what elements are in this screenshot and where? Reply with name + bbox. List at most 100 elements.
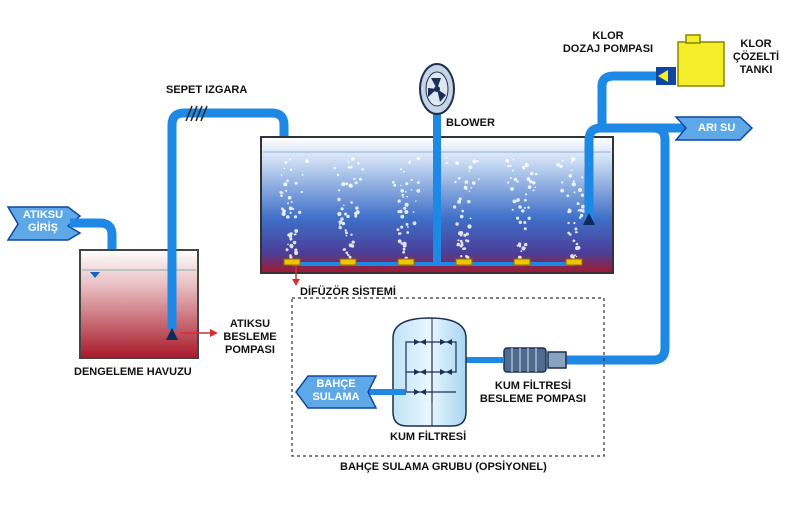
kum-filter-pump-icon xyxy=(503,347,567,373)
bubble xyxy=(393,183,397,187)
bubble xyxy=(466,256,470,260)
bubble xyxy=(404,202,409,207)
bubble xyxy=(456,242,461,247)
outlet-pipe xyxy=(584,123,690,220)
bubble xyxy=(357,162,360,165)
bubble xyxy=(572,180,575,183)
bubble xyxy=(573,221,576,225)
bubble xyxy=(287,195,292,200)
bubble xyxy=(404,210,409,214)
air-bubbles xyxy=(279,156,588,260)
bubble xyxy=(412,211,415,213)
bubble xyxy=(416,156,421,161)
bubble xyxy=(460,255,463,258)
bubble xyxy=(529,180,533,184)
kum-filtresi-label: KUM FİLTRESİ xyxy=(390,431,467,443)
bubble xyxy=(281,191,284,194)
bubble xyxy=(293,215,298,219)
bubble xyxy=(526,177,531,182)
klor-dozaj-pompasi-label: KLOR DOZAJ POMPASI xyxy=(560,30,656,56)
kum-filtresi-pompa-label: KUM FİLTRESİ BESLEME POMPASI xyxy=(478,380,588,406)
bubble xyxy=(287,202,289,205)
bubble xyxy=(457,200,461,204)
bubble xyxy=(575,255,578,258)
bubble xyxy=(445,157,448,159)
bubble xyxy=(347,166,351,169)
bubble xyxy=(400,225,404,229)
bubble xyxy=(333,166,337,170)
blower-label: BLOWER xyxy=(446,117,495,129)
bubble xyxy=(288,206,293,211)
bubble xyxy=(532,181,536,185)
difuzor-label: DİFÜZÖR SİSTEMİ xyxy=(300,286,396,298)
bubble xyxy=(516,200,518,202)
bubble xyxy=(286,179,289,182)
bubble xyxy=(404,191,407,193)
bubble xyxy=(286,215,290,219)
bubble xyxy=(338,220,343,225)
bubble xyxy=(350,165,353,169)
bubble xyxy=(406,195,408,198)
bubble xyxy=(521,209,525,213)
bubble xyxy=(400,189,405,193)
bubble xyxy=(340,217,344,221)
bubble xyxy=(567,221,570,225)
bubble xyxy=(477,178,480,181)
bubble xyxy=(402,241,407,246)
bubble xyxy=(361,168,365,171)
bubble xyxy=(348,183,353,188)
klor-cozelti-tanki-label: KLOR ÇÖZELTİ TANKI xyxy=(728,38,784,77)
bubble xyxy=(454,180,457,184)
bubble xyxy=(410,178,413,182)
bubble xyxy=(301,173,304,176)
bubble xyxy=(359,177,362,181)
feed-pipe xyxy=(167,108,289,330)
sepet-izgara-screen xyxy=(185,105,208,122)
bubble xyxy=(469,217,472,220)
bubble xyxy=(344,229,347,232)
bubble xyxy=(280,174,283,176)
bubble xyxy=(511,169,514,172)
bubble xyxy=(281,211,286,216)
bubble xyxy=(344,248,346,251)
bubble xyxy=(287,233,291,237)
bubble xyxy=(337,197,341,202)
bubble xyxy=(530,171,534,176)
bubble xyxy=(580,213,584,217)
bubble xyxy=(513,177,518,182)
bubble xyxy=(348,243,353,248)
bubble xyxy=(343,204,345,206)
bahce-sulama-group-box xyxy=(291,297,605,457)
bubble xyxy=(292,208,295,210)
bubble xyxy=(532,189,535,192)
bubble xyxy=(344,212,347,216)
bubble xyxy=(399,168,402,171)
bahce-sulama-label: BAHÇE SULAMA xyxy=(306,378,366,404)
bubble xyxy=(392,181,395,184)
bubble xyxy=(459,231,464,235)
bubble xyxy=(574,254,576,257)
bubble xyxy=(410,189,413,191)
bubble xyxy=(298,210,302,214)
bubble xyxy=(524,242,528,247)
bubble xyxy=(457,177,461,180)
bubble xyxy=(556,162,560,167)
bubble xyxy=(408,162,411,165)
bubble xyxy=(407,226,409,228)
bubble xyxy=(516,244,519,247)
bubble xyxy=(471,181,476,185)
pump-label-line1: ATIKSU xyxy=(229,318,271,330)
bubble xyxy=(509,177,512,179)
bubble xyxy=(561,181,564,184)
dengeleme-havuzu-label: DENGELEME HAVUZU xyxy=(74,366,192,378)
bubble xyxy=(574,227,578,231)
bubble xyxy=(512,199,517,204)
bubble xyxy=(524,198,527,202)
kum-pompa-line2: BESLEME POMPASI xyxy=(479,393,587,405)
bubble xyxy=(467,224,472,229)
bubble xyxy=(294,250,299,256)
bubble xyxy=(527,185,532,189)
bubble xyxy=(403,248,406,251)
bubble xyxy=(468,190,471,193)
bubble xyxy=(468,165,473,170)
